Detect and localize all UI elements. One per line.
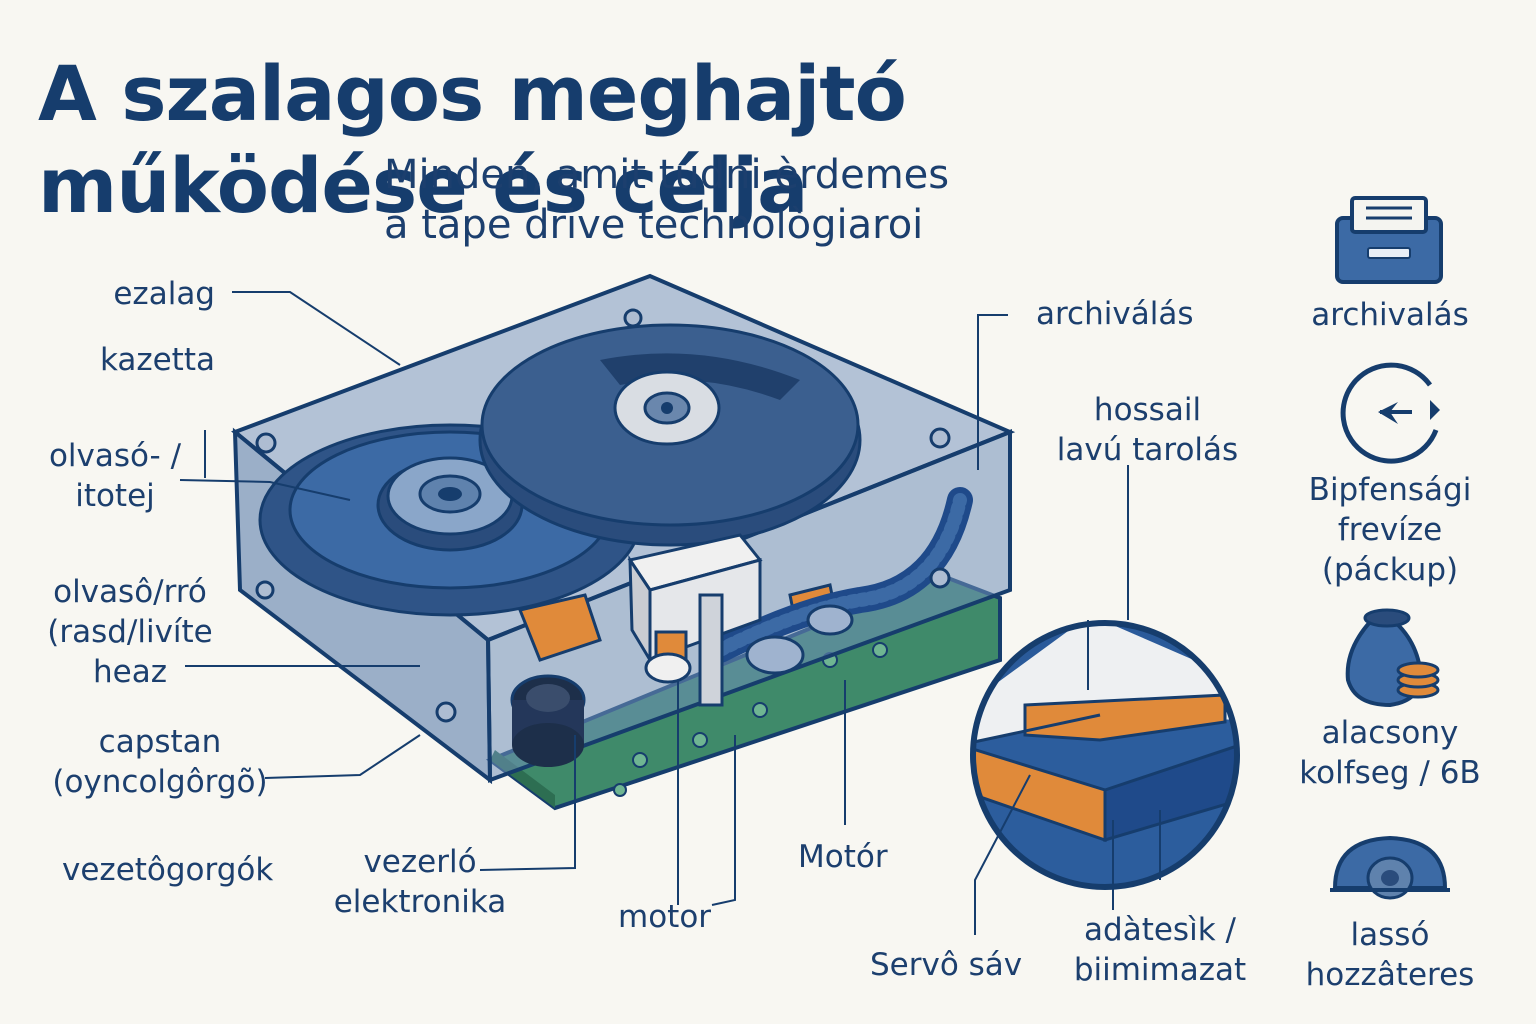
capstan xyxy=(510,674,586,767)
feature-label-archiving: archivalás xyxy=(1311,297,1469,333)
read-write-head xyxy=(627,533,763,707)
label-rw-head-top: olvasó- / itotej xyxy=(48,438,182,514)
label-controller: vezerló elektronika xyxy=(333,844,507,920)
screws xyxy=(255,308,951,723)
guide-rollers xyxy=(745,604,854,675)
label-servo-track: Servô sáv xyxy=(870,947,1023,983)
label-cassette: kazetta xyxy=(99,342,215,378)
snail-icon xyxy=(1330,835,1450,900)
feature-label-low-cost: alacsony kolfseg / 6B xyxy=(1299,715,1481,791)
leader-lines xyxy=(179,291,1161,935)
money-bag-icon xyxy=(1345,608,1440,708)
label-tape: ezalag xyxy=(113,276,215,312)
label-rw-head: olvasô/rró (rasd/livíte heaz xyxy=(47,574,213,690)
label-data-tracks: adàtesìk / biimimazat xyxy=(1073,912,1247,988)
feature-label-slow-access: lassó hozzâteres xyxy=(1305,917,1475,993)
label-guide-rollers: vezetôgorgók xyxy=(62,852,274,888)
tape-reel-right xyxy=(478,323,862,547)
label-long-storage: hossail lavú tarolás xyxy=(1056,392,1239,468)
feature-label-backup: Bipfensági frevíze (páckup) xyxy=(1308,472,1472,588)
backup-clock-icon xyxy=(1340,362,1440,464)
tape-layers-magnifier xyxy=(970,620,1240,890)
label-capstan: capstan (oyncolgôrgõ) xyxy=(52,724,268,800)
label-motor-low: motor xyxy=(618,899,712,935)
tape-guide-orange xyxy=(517,593,602,662)
subtitle-text: Minden, amit tudni èrdemes a tape drive … xyxy=(384,152,950,248)
label-motor-mid: Motór xyxy=(798,839,888,875)
page-subtitle: Minden, amit tudni èrdemes a tape drive … xyxy=(384,150,1024,250)
label-archiving-mid: archiválás xyxy=(1036,296,1194,332)
archive-box-icon xyxy=(1335,196,1443,284)
page-title: A szalagos meghajtó működése és célja xyxy=(38,49,907,230)
